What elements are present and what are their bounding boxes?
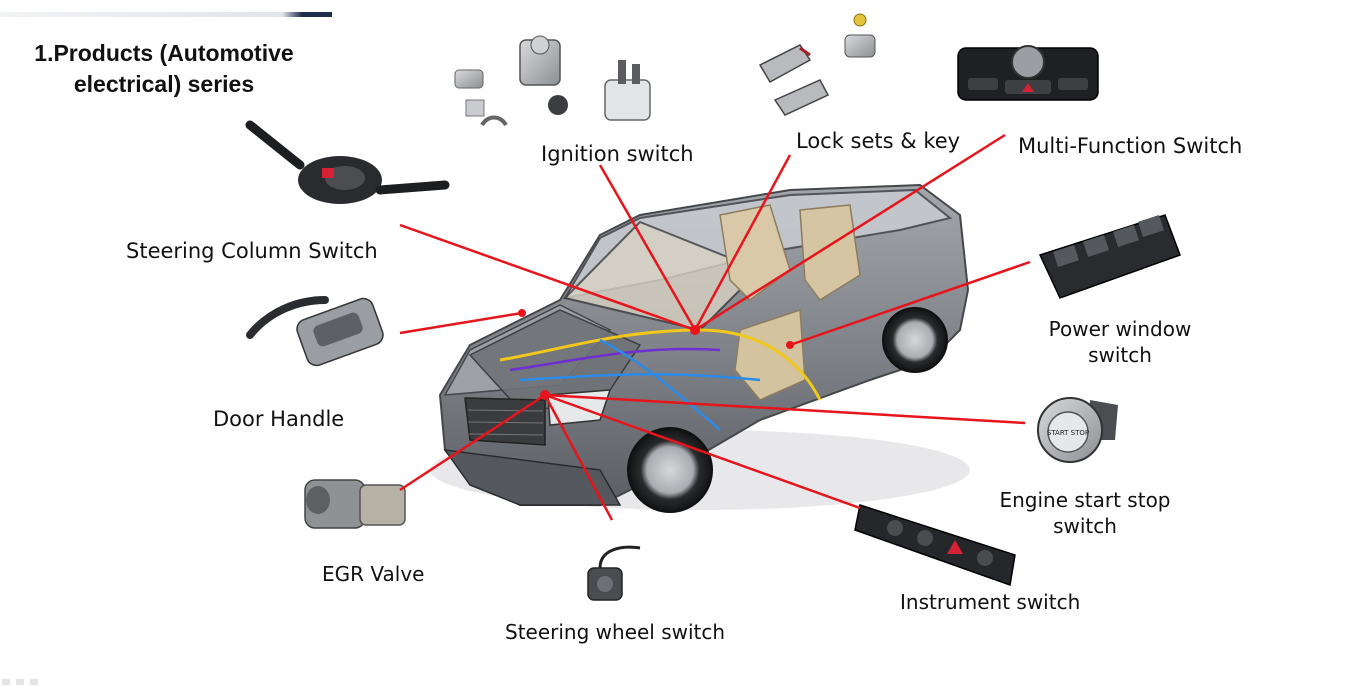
label-power-window-line-1: Power window bbox=[1048, 317, 1192, 341]
leader-line-steering-column bbox=[399, 223, 696, 332]
leader-line-door-handle bbox=[399, 311, 523, 335]
connector-dot-engine bbox=[540, 390, 550, 400]
slide-footer-icons bbox=[2, 679, 38, 685]
leader-line-egr bbox=[399, 393, 546, 492]
slide-title-line-2: electrical) series bbox=[73, 71, 255, 97]
leader-line-engine-start bbox=[544, 393, 1026, 425]
label-engine-start-line-1: Engine start stop bbox=[999, 488, 1171, 512]
egr-valve-image bbox=[304, 479, 406, 529]
label-instrument-switch: Instrument switch bbox=[900, 590, 1081, 614]
car-illustration bbox=[430, 183, 970, 513]
power-window-switch-image bbox=[1038, 214, 1181, 299]
label-engine-start-line-2: switch bbox=[1053, 514, 1117, 538]
slide-title-line-1: 1.Products (Automotive bbox=[34, 40, 294, 66]
leader-line-multi-function bbox=[694, 133, 1006, 332]
footer-menu-icon bbox=[16, 679, 24, 685]
header-accent-bar bbox=[0, 12, 332, 17]
label-power-window-line-2: switch bbox=[1088, 343, 1152, 367]
instrument-switch-image bbox=[854, 504, 1016, 587]
label-multi-function-switch: Multi-Function Switch bbox=[1018, 134, 1243, 158]
start-stop-button-text: START STOP bbox=[1047, 429, 1089, 437]
label-egr-valve: EGR Valve bbox=[322, 562, 425, 586]
leader-line-ignition bbox=[598, 164, 697, 331]
multi-function-switch-image bbox=[957, 45, 1099, 101]
footer-next-icon bbox=[30, 679, 38, 685]
leader-lines bbox=[399, 133, 1031, 521]
footer-prev-icon bbox=[2, 679, 10, 685]
label-lock-sets-key: Lock sets & key bbox=[796, 129, 961, 153]
door-handle-image bbox=[246, 296, 384, 367]
steering-wheel-switch-image bbox=[587, 545, 641, 601]
steering-column-switch-image bbox=[245, 120, 450, 204]
label-steering-column-switch: Steering Column Switch bbox=[126, 239, 378, 263]
connector-dot-cabin bbox=[690, 325, 700, 335]
label-ignition-switch: Ignition switch bbox=[541, 142, 694, 166]
leader-line-lock-sets bbox=[693, 154, 792, 331]
label-engine-start-stop-switch: Engine start stop switch bbox=[995, 487, 1175, 539]
label-steering-wheel-switch: Steering wheel switch bbox=[505, 620, 726, 644]
leader-line-power-window bbox=[789, 260, 1031, 347]
lock-key-image bbox=[758, 13, 876, 116]
leader-line-instrument bbox=[544, 393, 861, 510]
label-door-handle: Door Handle bbox=[213, 407, 345, 431]
engine-start-button-image: START STOP bbox=[1037, 397, 1118, 463]
connector-dot-door bbox=[518, 309, 526, 317]
connector-dot-window bbox=[786, 341, 794, 349]
label-power-window-switch: Power window switch bbox=[1040, 316, 1200, 368]
ignition-switch-image bbox=[454, 35, 651, 127]
slide-title: 1.Products (Automotive electrical) serie… bbox=[14, 38, 314, 100]
leader-line-steering-wheel bbox=[543, 394, 614, 521]
